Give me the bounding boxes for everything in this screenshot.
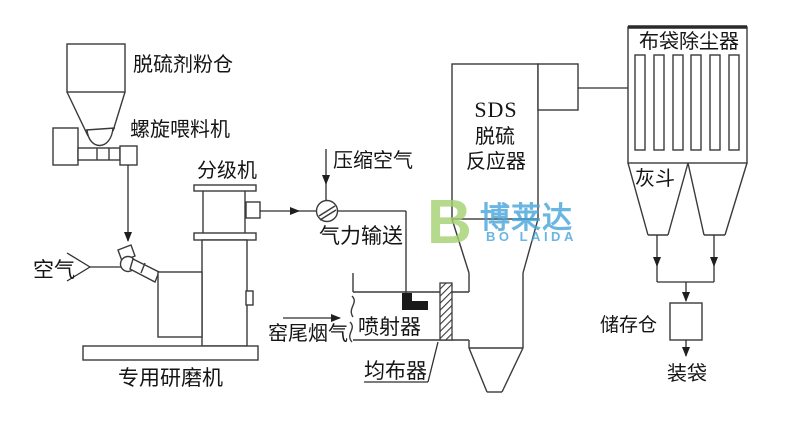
- reactor-label-3: 反应器: [466, 150, 526, 173]
- classifier-mid-flange: [193, 232, 257, 241]
- classifier: [193, 184, 261, 347]
- blower-chord: [319, 209, 337, 221]
- silo-label: 脱硫剂粉仓: [133, 53, 233, 76]
- silo-trough-top: [85, 127, 116, 131]
- filter-bag: [728, 54, 740, 151]
- distributor-label: 均布器: [364, 359, 427, 383]
- reactor-outlet-box: [537, 63, 579, 111]
- feed-chute: [129, 258, 160, 283]
- silo-cone-right: [112, 91, 126, 132]
- reactor-taper-left: [451, 218, 470, 274]
- air-label: 空气: [33, 258, 75, 282]
- bag-filter-label: 布袋除尘器: [639, 30, 739, 53]
- duct-break-mark: [349, 321, 353, 343]
- storage-and-bagging: [669, 302, 703, 357]
- feeder-tube: [77, 147, 121, 161]
- classifier-top-flange: [193, 184, 257, 192]
- duct-break-mark: [350, 295, 355, 318]
- air-arrowhead: [66, 266, 91, 282]
- distributor-grid: [439, 282, 453, 341]
- air-arrowhead: [66, 252, 91, 268]
- classifier-label: 分级机: [197, 159, 257, 182]
- filter-bag: [634, 54, 646, 151]
- bagging-label: 装袋: [667, 362, 707, 385]
- reactor-label-1: SDS: [474, 97, 517, 122]
- reactor-body: [451, 63, 539, 220]
- filter-bag: [672, 54, 684, 151]
- mill-base: [82, 345, 259, 361]
- watermark: B 博莱达 BO LAIDA: [427, 188, 577, 257]
- bag-filter: [627, 25, 748, 302]
- ash-hopper-left-wall-2: [667, 162, 689, 236]
- reactor-taper-right: [522, 218, 539, 274]
- ejector-nozzle: [402, 293, 428, 310]
- watermark-logo: B: [427, 188, 472, 257]
- watermark-name-cn: 博莱达: [480, 202, 573, 235]
- silo-body: [66, 43, 126, 93]
- silo-trough: [86, 127, 114, 147]
- filter-bag: [653, 54, 665, 151]
- pneumatic-conveying-label: 气力输送: [319, 224, 403, 248]
- feed-chute-tick: [140, 262, 146, 274]
- sds-reactor: [451, 63, 628, 393]
- reactor-label-2: 脱硫: [475, 125, 515, 148]
- storage-bin-label: 储存仓: [600, 314, 657, 336]
- screw-feeder: [52, 127, 138, 242]
- mill-body: [157, 271, 203, 338]
- sorbent-silo: [66, 43, 126, 147]
- classifier-door: [245, 290, 254, 306]
- filter-bag: [709, 54, 721, 151]
- ash-hopper-right-wall: [687, 162, 705, 236]
- flue-gas-duct: [283, 273, 469, 383]
- screw-feeder-label: 螺旋喂料机: [130, 118, 230, 141]
- mill-label: 专用研磨机: [118, 366, 223, 390]
- silo-cone-left: [66, 91, 89, 137]
- classifier-outlet-box: [245, 201, 261, 219]
- pneumatic-conveying: [260, 149, 407, 293]
- classifier-column: [201, 239, 248, 347]
- ash-hopper-left-wall: [627, 162, 649, 236]
- feeder-motor: [52, 127, 79, 166]
- filter-bag: [690, 54, 702, 151]
- reactor-cone-left: [468, 347, 488, 393]
- distributor-leader-diagonal: [427, 341, 439, 383]
- ash-hopper-right-wall-2: [724, 162, 748, 236]
- compressed-air-label: 压缩空气: [333, 149, 413, 172]
- watermark-name-en: BO LAIDA: [486, 229, 577, 244]
- flue-gas-label: 窑尾烟气: [268, 322, 348, 345]
- feeder-outlet: [119, 145, 138, 166]
- reactor-cone-right: [501, 347, 524, 393]
- bagfilter-housing: [627, 26, 748, 164]
- grinding-mill: [66, 244, 259, 361]
- blower-chord: [318, 205, 336, 217]
- storage-bin-box: [669, 302, 703, 341]
- ash-hopper-label: 灰斗: [635, 167, 675, 190]
- ejector-label: 喷射器: [358, 315, 421, 339]
